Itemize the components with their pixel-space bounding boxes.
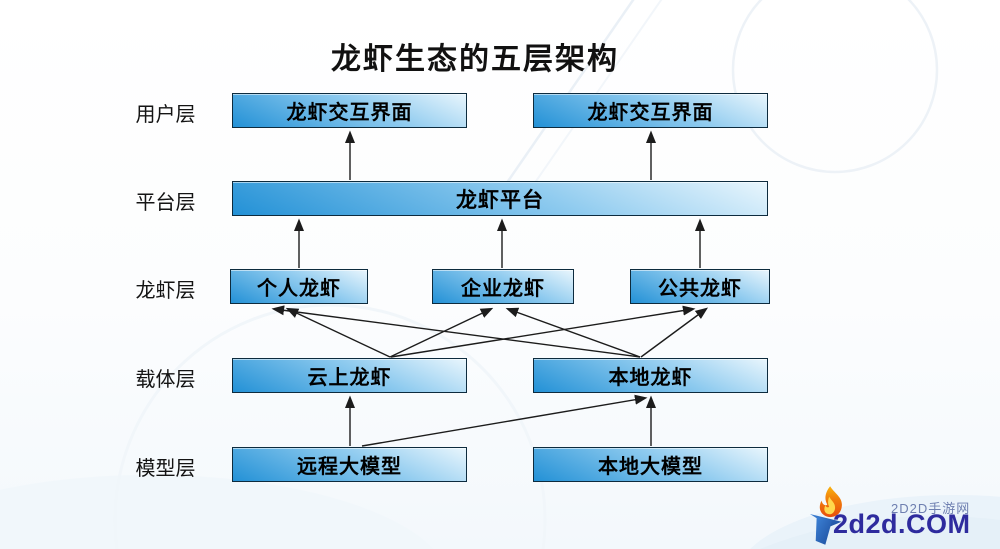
page-title: 龙虾生态的五层架构 [331, 43, 619, 76]
layer-label-platform: 平台层 [135, 190, 196, 214]
site-watermark: 2D2D手游网 2d2d.COM [807, 485, 992, 547]
layer-label-model: 模型层 [135, 456, 196, 480]
deco-circle [731, 0, 939, 174]
box-public-lobster: 公共龙虾 [630, 269, 770, 304]
deco-ellipse [0, 475, 434, 549]
arrow-remote-model-to-local [361, 394, 648, 447]
box-local-lobster: 本地龙虾 [533, 358, 768, 393]
layer-label-carrier: 载体层 [135, 367, 196, 391]
box-enterprise-lobster: 企业龙虾 [432, 269, 574, 304]
box-cloud-lobster: 云上龙虾 [232, 358, 467, 393]
box-lobster-ui-left: 龙虾交互界面 [232, 93, 467, 128]
arrow-local-to-enterprise [505, 307, 641, 358]
box-lobster-platform: 龙虾平台 [232, 181, 768, 216]
watermark-domain[interactable]: 2d2d.COM [833, 509, 971, 539]
arrow-cloud-to-personal [285, 307, 391, 358]
deco-circle [113, 303, 547, 549]
arrow-local-to-public [640, 307, 709, 358]
box-lobster-ui-right: 龙虾交互界面 [533, 93, 768, 128]
box-local-large-model: 本地大模型 [533, 447, 768, 482]
box-remote-large-model: 远程大模型 [232, 447, 467, 482]
layer-label-lobster: 龙虾层 [135, 278, 196, 302]
layer-label-user: 用户层 [135, 102, 196, 126]
arrow-cloud-to-enterprise [389, 307, 494, 358]
box-personal-lobster: 个人龙虾 [230, 269, 368, 304]
arrow-cloud-to-public [390, 305, 696, 358]
arrow-local-to-personal [271, 305, 641, 358]
